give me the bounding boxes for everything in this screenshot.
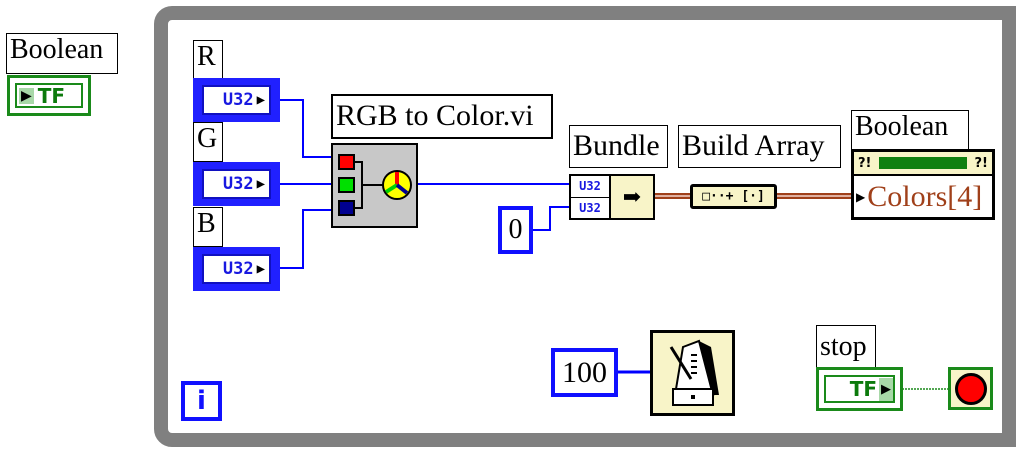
wire-zero [532,206,571,231]
arrow-icon: ▶ [256,92,265,108]
warning-icon: ?! [858,155,872,171]
indicator-label: Boolean [851,110,969,150]
warning-icon: ?! [974,155,988,171]
wire-r [280,99,340,158]
boolean-control-terminal[interactable]: ▶TF [7,75,91,116]
g-control-terminal[interactable]: U32▶ [193,162,280,206]
b-label: B [193,207,223,247]
rgb-to-color-label: RGB to Color.vi [331,94,553,139]
bundle-arrow-icon: ➡ [622,184,642,209]
bundle-label: Bundle [569,125,668,168]
stop-tf-text: TF [849,377,877,401]
g-label: G [193,122,223,162]
boolean-tf-text: TF [37,83,66,108]
boolean-label: Boolean [6,33,118,74]
indicator-content: Colors[4] [867,180,983,213]
arrow-icon: ▶ [256,176,265,192]
build-array-icon: □··+ [·] [702,189,765,204]
arrow-icon: ▶ [256,261,265,277]
b-control-terminal[interactable]: U32▶ [193,247,280,291]
rgb-to-color-subvi[interactable] [331,143,418,228]
zero-constant[interactable]: 0 [498,206,533,254]
metronome-icon [669,339,719,406]
bundle-node[interactable]: U32 U32 ➡ [569,174,655,220]
build-array-label: Build Array [678,125,841,168]
loop-condition-stop-icon[interactable] [948,367,993,410]
array-header: ?!?! [854,152,992,176]
while-loop-frame[interactable] [154,6,1016,447]
status-bar [879,157,967,169]
arrow-icon: ▶ [19,87,34,104]
arrow-icon: ▶ [856,189,866,204]
arrow-icon: ▶ [879,377,893,401]
rgb-to-color-icon [338,154,412,216]
loop-iteration-terminal[interactable]: i [181,381,222,421]
bundle-input-2[interactable]: U32 [571,197,609,218]
wait-ms-node[interactable] [650,330,735,416]
r-control-terminal[interactable]: U32▶ [193,78,280,122]
r-label: R [193,40,223,79]
stop-label: stop [816,325,876,368]
colors-array-indicator[interactable]: ?!?! ▶Colors[4] [851,149,995,220]
wire-b [280,209,340,269]
build-array-node[interactable]: □··+ [·] [690,184,777,209]
bundle-input-1[interactable]: U32 [571,176,609,198]
stop-control-terminal[interactable]: TF▶ [816,367,903,411]
wait-ms-constant[interactable]: 100 [551,348,618,397]
